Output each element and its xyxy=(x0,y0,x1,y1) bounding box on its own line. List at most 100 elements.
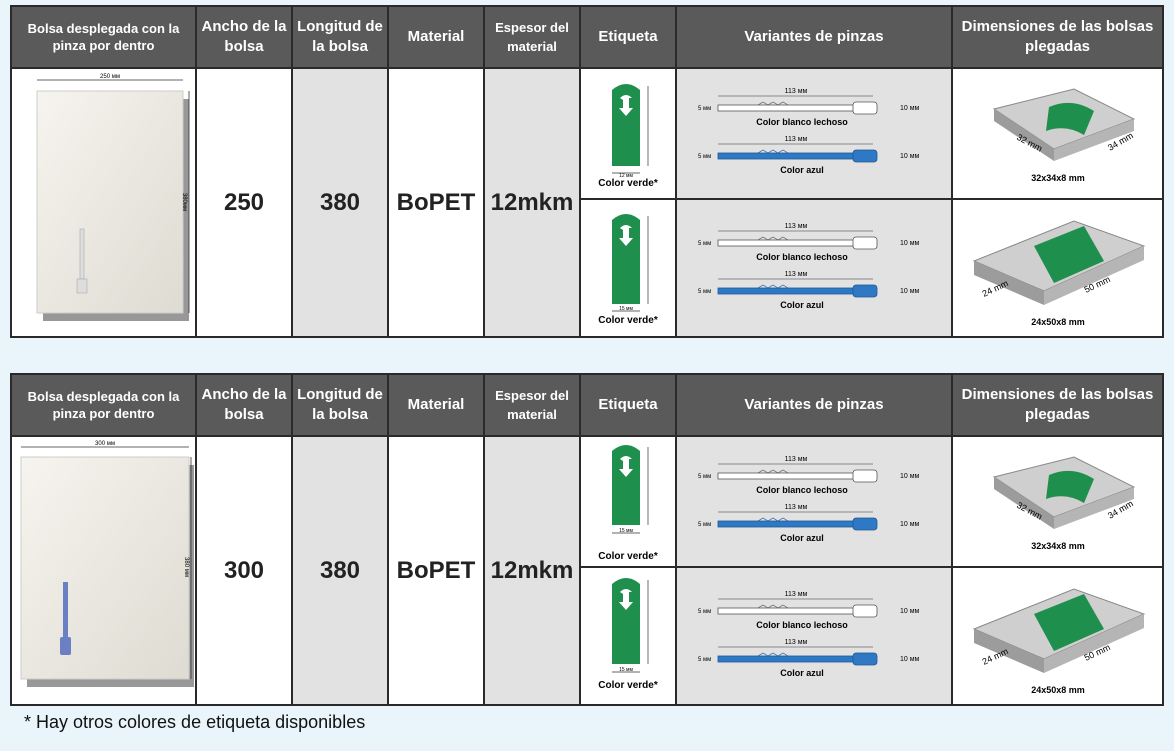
clip-variants-group-1: 113 мм 5 мм 10 мм Color blanco lechoso 1… xyxy=(675,66,953,201)
header-thickness: Espesor del material xyxy=(483,373,581,437)
clip-side-left: 5 мм xyxy=(698,609,711,615)
bag-image-cell: 300 мм 380 мм xyxy=(10,435,197,706)
clip-side-right: 10 мм xyxy=(900,105,920,112)
folded-caption: 32x34x8 mm xyxy=(1031,173,1085,183)
header-clips: Variantes de pinzas xyxy=(675,5,953,69)
material-value: BoPET xyxy=(387,435,485,706)
clip-side-right: 10 мм xyxy=(900,153,920,160)
clip-side-left: 5 мм xyxy=(698,154,711,160)
folded-bag-illustration: 24 mm 50 mm 24x50x8 mm xyxy=(972,220,1146,327)
clip-white: 113 мм 5 мм 10 мм Color blanco lechoso xyxy=(698,456,920,495)
clip-drawing: 113 мм 5 мм 10 мм Color blanco lechoso 1… xyxy=(698,223,920,310)
header-folded: Dimensiones de las bolsas plegadas xyxy=(951,5,1164,69)
clip-variants-group-1: 113 мм 5 мм 10 мм Color blanco lechoso 1… xyxy=(675,434,953,569)
clip-length: 113 мм xyxy=(785,88,808,95)
clip-blue: 113 мм 5 мм 10 мм Color azul xyxy=(698,504,920,543)
clip-drawing: 113 мм 5 мм 10 мм Color blanco lechoso 1… xyxy=(698,88,920,175)
bag-image-cell: 250 мм 380мм xyxy=(10,67,197,338)
clip-white: 113 мм 5 мм 10 мм Color blanco lechoso xyxy=(698,88,920,127)
length-value: 380 xyxy=(291,67,389,338)
width-value: 250 xyxy=(195,67,293,338)
header-length: Longitud de la bolsa xyxy=(291,373,389,437)
clip-length: 113 мм xyxy=(785,591,808,598)
spec-table-2: Bolsa desplegada con la pinza por dentro… xyxy=(10,373,1164,706)
label-caption: Color verde* xyxy=(598,680,658,691)
bag-illustration: 300 мм 380 мм xyxy=(20,441,194,687)
header-label: Etiqueta xyxy=(579,373,677,437)
label-tag-illustration: 15 мм Color verde* xyxy=(598,577,658,691)
clip-inside-bag xyxy=(63,582,68,637)
clip-length: 113 мм xyxy=(785,456,808,463)
header-thickness: Espesor del material xyxy=(483,5,581,69)
label-caption: Color verde* xyxy=(598,315,658,326)
header-folded: Dimensiones de las bolsas plegadas xyxy=(951,373,1164,437)
clip-side-right: 10 мм xyxy=(900,521,920,528)
spec-table-1: Bolsa desplegada con la pinza por dentro… xyxy=(10,5,1164,338)
clip-length: 113 мм xyxy=(785,223,808,230)
folded-bag-illustration: 32 mm 34 mm 32x34x8 mm xyxy=(992,88,1136,183)
material-value: BoPET xyxy=(387,67,485,338)
clip-blue: 113 мм 5 мм 10 мм Color azul xyxy=(698,136,920,175)
folded-dims-1: 32 mm 34 mm 32x34x8 mm xyxy=(951,66,1164,201)
clip-side-left: 5 мм xyxy=(698,289,711,295)
header-label: Etiqueta xyxy=(579,5,677,69)
header-bag: Bolsa desplegada con la pinza por dentro xyxy=(10,5,197,69)
clip-length: 113 мм xyxy=(785,136,808,143)
clip-caption: Color azul xyxy=(780,165,824,175)
clip-white: 113 мм 5 мм 10 мм Color blanco lechoso xyxy=(698,591,920,630)
label-dim: 15 мм xyxy=(619,306,633,312)
folded-caption: 24x50x8 mm xyxy=(1031,685,1085,695)
clip-length: 113 мм xyxy=(785,639,808,646)
clip-caption: Color azul xyxy=(780,533,824,543)
header-row: Bolsa desplegada con la pinza por dentro… xyxy=(10,373,1164,437)
bag-width-dim: 300 мм xyxy=(95,441,115,447)
label-tag-illustration: 15 мм Color verde* xyxy=(598,213,658,326)
clip-white: 113 мм 5 мм 10 мм Color blanco lechoso xyxy=(698,223,920,262)
clip-caption: Color blanco lechoso xyxy=(756,117,848,127)
clip-caption: Color blanco lechoso xyxy=(756,252,848,262)
clip-side-left: 5 мм xyxy=(698,474,711,480)
bag-height-dim: 380 мм xyxy=(183,557,189,577)
clip-side-left: 5 мм xyxy=(698,522,711,528)
label-caption: Color verde* xyxy=(598,178,658,186)
clip-caption: Color azul xyxy=(780,300,824,310)
folded-caption: 24x50x8 mm xyxy=(1031,317,1085,327)
width-value: 300 xyxy=(195,435,293,706)
clip-drawing: 113 мм 5 мм 10 мм Color blanco lechoso 1… xyxy=(698,591,920,678)
clip-inside-bag xyxy=(79,228,85,280)
clip-side-left: 5 мм xyxy=(698,657,711,663)
length-value: 380 xyxy=(291,435,389,706)
label-tag-illustration: 12 мм Color verde* xyxy=(598,84,658,189)
clip-caption: Color azul xyxy=(780,668,824,678)
folded-dims-1: 32 mm 34 mm 32x34x8 mm xyxy=(951,434,1164,569)
clip-caption: Color blanco lechoso xyxy=(756,620,848,630)
label-caption: Color verde* xyxy=(598,551,658,561)
clip-length: 113 мм xyxy=(785,504,808,511)
clip-side-right: 10 мм xyxy=(900,288,920,295)
header-material: Material xyxy=(387,5,485,69)
clip-side-right: 10 мм xyxy=(900,608,920,615)
folded-bag-illustration: 32 mm 34 mm 32x34x8 mm xyxy=(992,456,1136,551)
header-row: Bolsa desplegada con la pinza por dentro… xyxy=(10,5,1164,69)
footnote: * Hay otros colores de etiqueta disponib… xyxy=(24,712,366,732)
clip-side-right: 10 мм xyxy=(900,656,920,663)
clip-side-left: 5 мм xyxy=(698,241,711,247)
clip-blue: 113 мм 5 мм 10 мм Color azul xyxy=(698,271,920,310)
header-bag: Bolsa desplegada con la pinza por dentro xyxy=(10,373,197,437)
folded-bag-illustration: 24 mm 50 mm 24x50x8 mm xyxy=(972,588,1146,695)
label-variant-1: 15 мм Color verde* xyxy=(579,434,677,569)
clip-caption: Color blanco lechoso xyxy=(756,485,848,495)
bag-height-dim: 380мм xyxy=(181,193,187,211)
clip-side-right: 10 мм xyxy=(900,240,920,247)
label-variant-2: 15 мм Color verde* xyxy=(579,566,677,706)
header-material: Material xyxy=(387,373,485,437)
header-clips: Variantes de pinzas xyxy=(675,373,953,437)
bag-width-dim: 250 мм xyxy=(100,74,120,80)
header-length: Longitud de la bolsa xyxy=(291,5,389,69)
clip-variants-group-2: 113 мм 5 мм 10 мм Color blanco lechoso 1… xyxy=(675,566,953,706)
clip-drawing: 113 мм 5 мм 10 мм Color blanco lechoso 1… xyxy=(698,456,920,543)
header-width: Ancho de la bolsa xyxy=(195,373,293,437)
folded-dims-2: 24 mm 50 mm 24x50x8 mm xyxy=(951,566,1164,706)
header-width: Ancho de la bolsa xyxy=(195,5,293,69)
